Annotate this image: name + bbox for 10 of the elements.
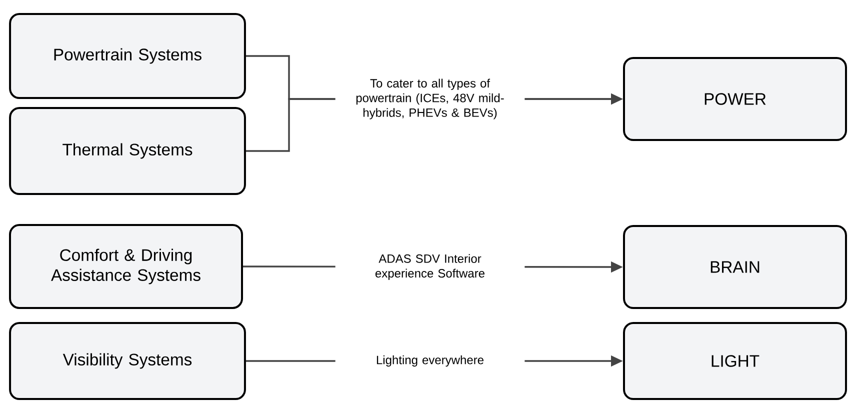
process-box: LIGHT (623, 322, 847, 400)
edge-label: To cater to all types of powertrain (ICEs, 48V mild-hybrids, PHEVs & BEVs) (335, 76, 525, 122)
process-box: Comfort & Driving Assistance Systems (9, 224, 243, 309)
edge-label: ADAS SDV Interior experience Software (335, 251, 525, 283)
process-box: Visibility Systems (9, 322, 246, 400)
edge-label: Lighting everywhere (335, 352, 525, 370)
process-box: POWER (623, 57, 847, 141)
process-box: Powertrain Systems (9, 13, 246, 99)
process-box: BRAIN (623, 225, 847, 309)
process-box: Thermal Systems (9, 107, 246, 195)
